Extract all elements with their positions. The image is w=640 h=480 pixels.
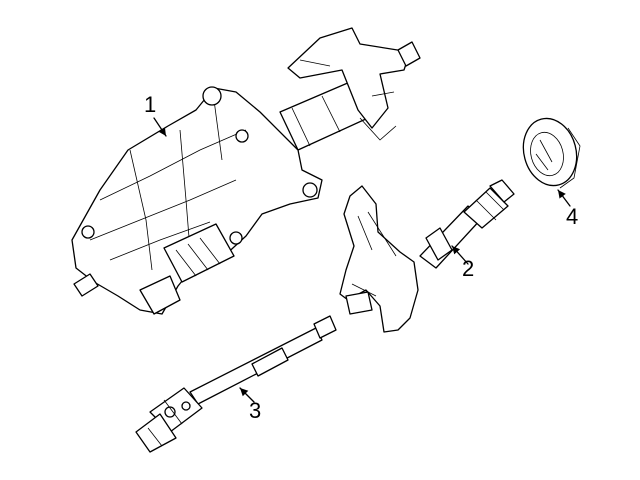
leader-arrow-3: [239, 387, 255, 403]
callout-4: 4: [566, 204, 579, 229]
leader-arrow-2: [451, 245, 469, 265]
leader-arrow-4: [557, 189, 571, 207]
part-1-steering-column-assembly: [71, 27, 421, 315]
callout-2: 2: [462, 256, 475, 281]
leader-arrow-1: [153, 117, 167, 137]
part-4-seal: [522, 117, 581, 189]
part-2-intermediate-shaft: [339, 179, 515, 333]
part-3-lower-shaft: [135, 315, 337, 453]
callout-1: 1: [144, 92, 157, 117]
callout-3: 3: [249, 398, 262, 423]
